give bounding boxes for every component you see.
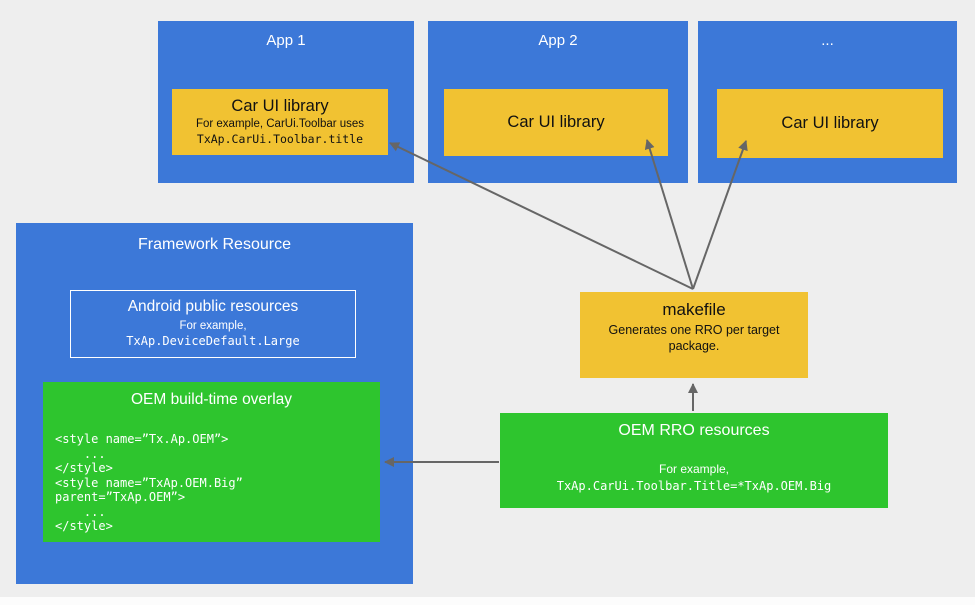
- framework-resource-box: Framework Resource Android public resour…: [16, 223, 413, 584]
- app1-car-ui-library-title: Car UI library: [231, 97, 329, 116]
- overlay-code-line: parent=”TxAp.OEM”>: [55, 490, 186, 504]
- oem-rro-resources-box: OEM RRO resources For example, TxAp.CarU…: [500, 413, 888, 508]
- app1-car-ui-library-box: Car UI library For example, CarUi.Toolba…: [172, 89, 388, 155]
- rro-example-label: For example,: [658, 462, 730, 476]
- oem-rro-resources-title: OEM RRO resources: [618, 422, 770, 439]
- app-ellipsis-car-ui-library-box: Car UI library: [717, 89, 943, 158]
- overlay-code-block: <style name=”Tx.Ap.OEM”> ... </style> <s…: [55, 432, 243, 534]
- app1-title: App 1: [266, 32, 306, 49]
- overlay-code-line: </style>: [55, 519, 113, 533]
- app2-title: App 2: [538, 32, 578, 49]
- app2-box: App 2 Car UI library: [428, 21, 688, 183]
- oem-build-time-overlay-title: OEM build-time overlay: [130, 391, 293, 408]
- overlay-code-line: <style name=”Tx.Ap.OEM”>: [55, 432, 229, 446]
- rro-example-code: TxAp.CarUi.Toolbar.Title=*TxAp.OEM.Big: [556, 478, 832, 493]
- app1-example-text: For example, CarUi.Toolbar uses: [195, 118, 365, 131]
- makefile-box: makefile Generates one RRO per target pa…: [580, 292, 808, 378]
- android-example-label: For example,: [179, 320, 247, 333]
- android-example-code: TxAp.DeviceDefault.Large: [126, 333, 300, 348]
- app2-car-ui-library-box: Car UI library: [444, 89, 668, 156]
- makefile-description: Generates one RRO per target package.: [608, 323, 780, 354]
- overlay-code-line: ...: [55, 446, 106, 461]
- app1-box: App 1 Car UI library For example, CarUi.…: [158, 21, 414, 183]
- app-ellipsis-car-ui-library-title: Car UI library: [781, 114, 879, 133]
- app2-car-ui-library-title: Car UI library: [507, 113, 605, 132]
- app-ellipsis-title: ...: [821, 32, 834, 49]
- makefile-title: makefile: [662, 300, 726, 319]
- framework-resource-title: Framework Resource: [138, 236, 291, 253]
- overlay-code-line: ...: [55, 504, 106, 519]
- bottom-strip: [0, 597, 975, 605]
- android-public-resources-title: Android public resources: [127, 298, 299, 316]
- android-public-resources-box: Android public resources For example, Tx…: [70, 290, 356, 358]
- oem-build-time-overlay-box: OEM build-time overlay <style name=”Tx.A…: [43, 382, 380, 542]
- overlay-code-line: </style>: [55, 461, 113, 475]
- app1-example-code: TxAp.CarUi.Toolbar.title: [196, 131, 364, 146]
- overlay-code-line: <style name=”TxAp.OEM.Big”: [55, 475, 243, 490]
- app-ellipsis-box: ... Car UI library: [698, 21, 957, 183]
